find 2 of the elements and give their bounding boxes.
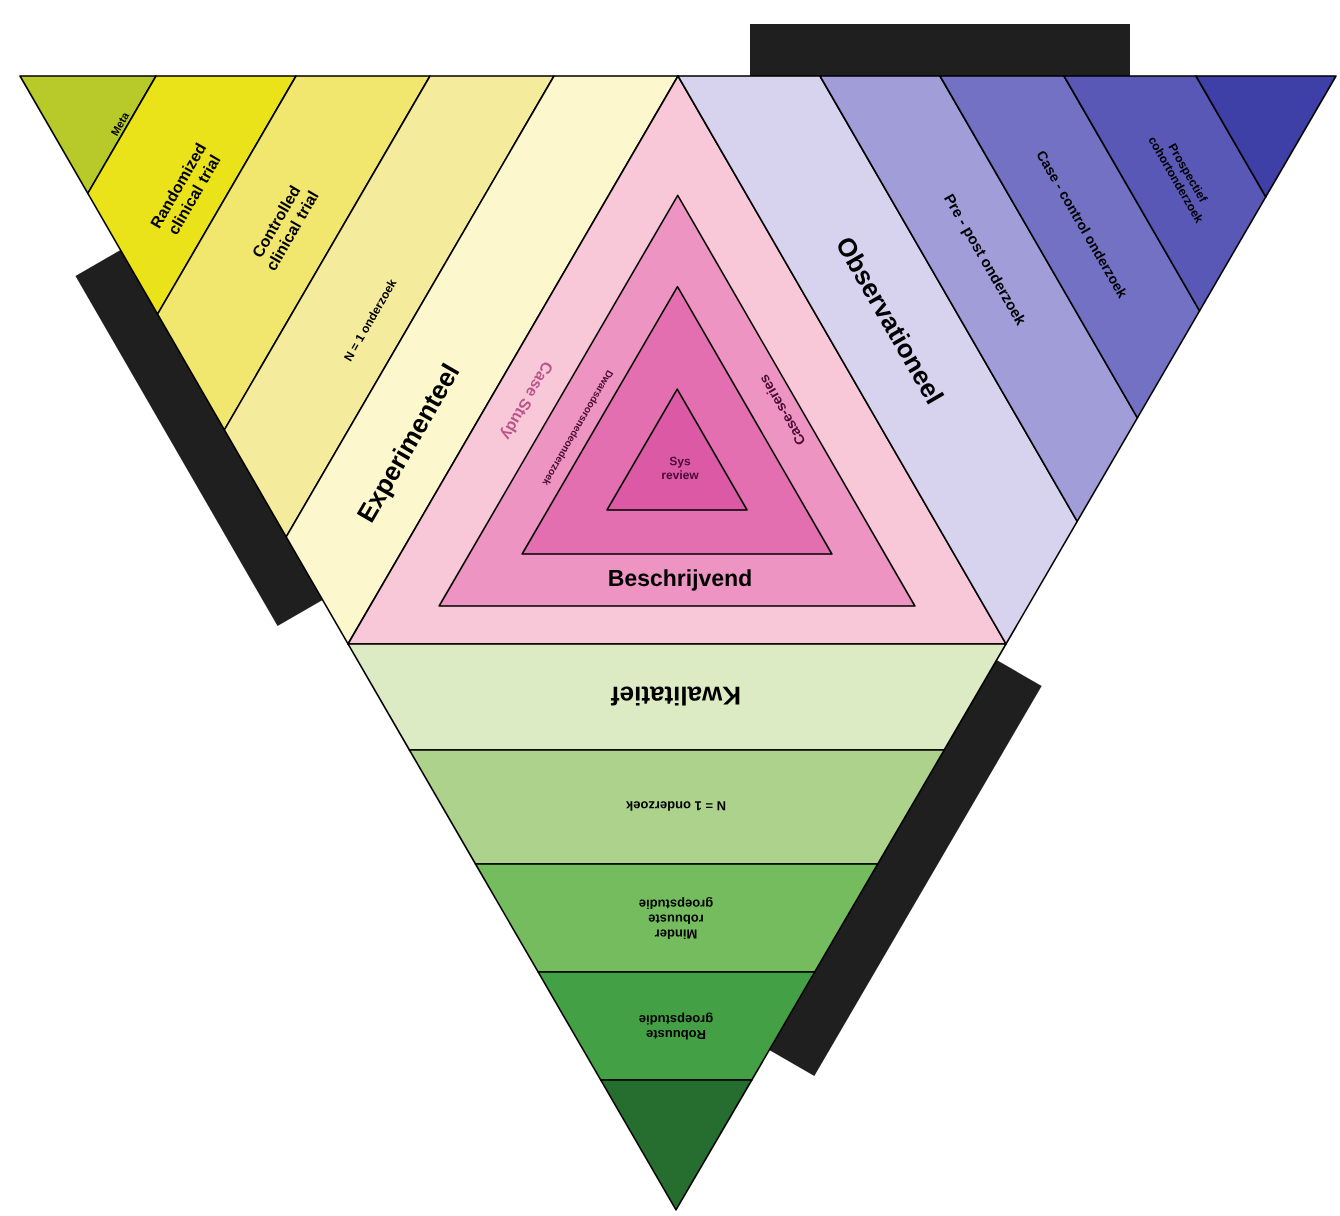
- band: Kwalitatief: [347, 643, 1007, 751]
- triangle-layer: [599, 1079, 753, 1211]
